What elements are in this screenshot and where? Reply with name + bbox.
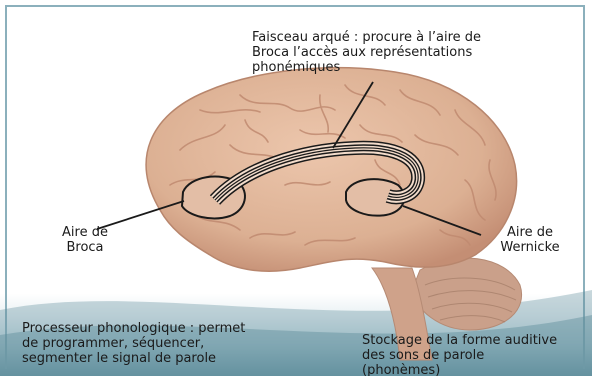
label-faisceau-arque: Faisceau arqué : procure à l’aire de Bro… [252, 30, 532, 75]
label-aire-broca: Aire de Broca [30, 225, 140, 255]
label-aire-wernicke: Aire de Wernicke [484, 225, 576, 255]
cerebellum [412, 258, 522, 330]
label-processeur-phonologique: Processeur phonologique : permet de prog… [22, 321, 272, 366]
label-stockage-forme-auditive: Stockage de la forme auditive des sons d… [362, 333, 582, 376]
